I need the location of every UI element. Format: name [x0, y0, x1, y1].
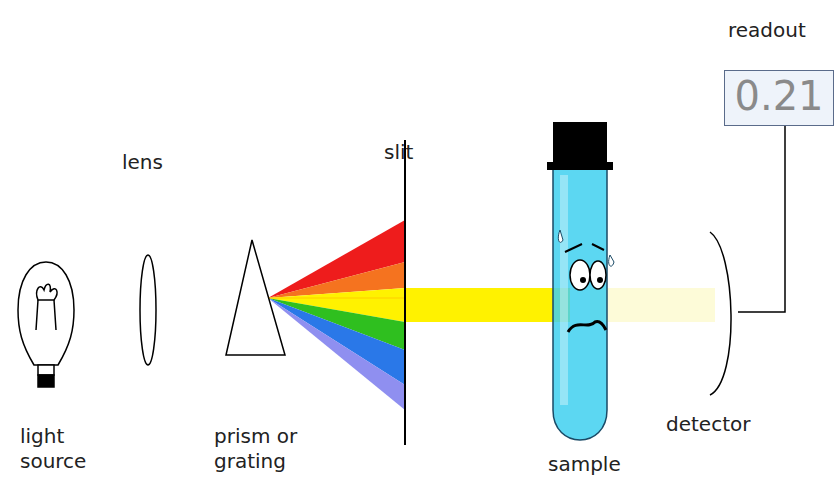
readout-heading: readout	[728, 18, 806, 42]
light-bulb	[18, 262, 74, 387]
sample-label: sample	[548, 452, 658, 477]
readout-display: 0.21readout	[724, 70, 834, 126]
prism-label: prism or grating	[214, 424, 324, 474]
prism	[226, 240, 285, 355]
dispersed-spectrum	[268, 220, 405, 410]
light-source-label: light source	[20, 424, 100, 474]
readout-value: 0.21	[733, 73, 825, 119]
sample-tube	[547, 122, 614, 440]
lens-label: lens	[122, 150, 212, 175]
readout-box: 0.21	[724, 70, 834, 126]
lens	[140, 255, 156, 365]
slit	[404, 140, 406, 445]
transmitted-beam	[590, 288, 715, 322]
slit-label: slit	[384, 140, 444, 165]
detector-label: detector	[666, 412, 776, 437]
light-beam	[405, 288, 570, 322]
signal-wire	[738, 125, 785, 312]
detector-symbol	[710, 232, 731, 395]
